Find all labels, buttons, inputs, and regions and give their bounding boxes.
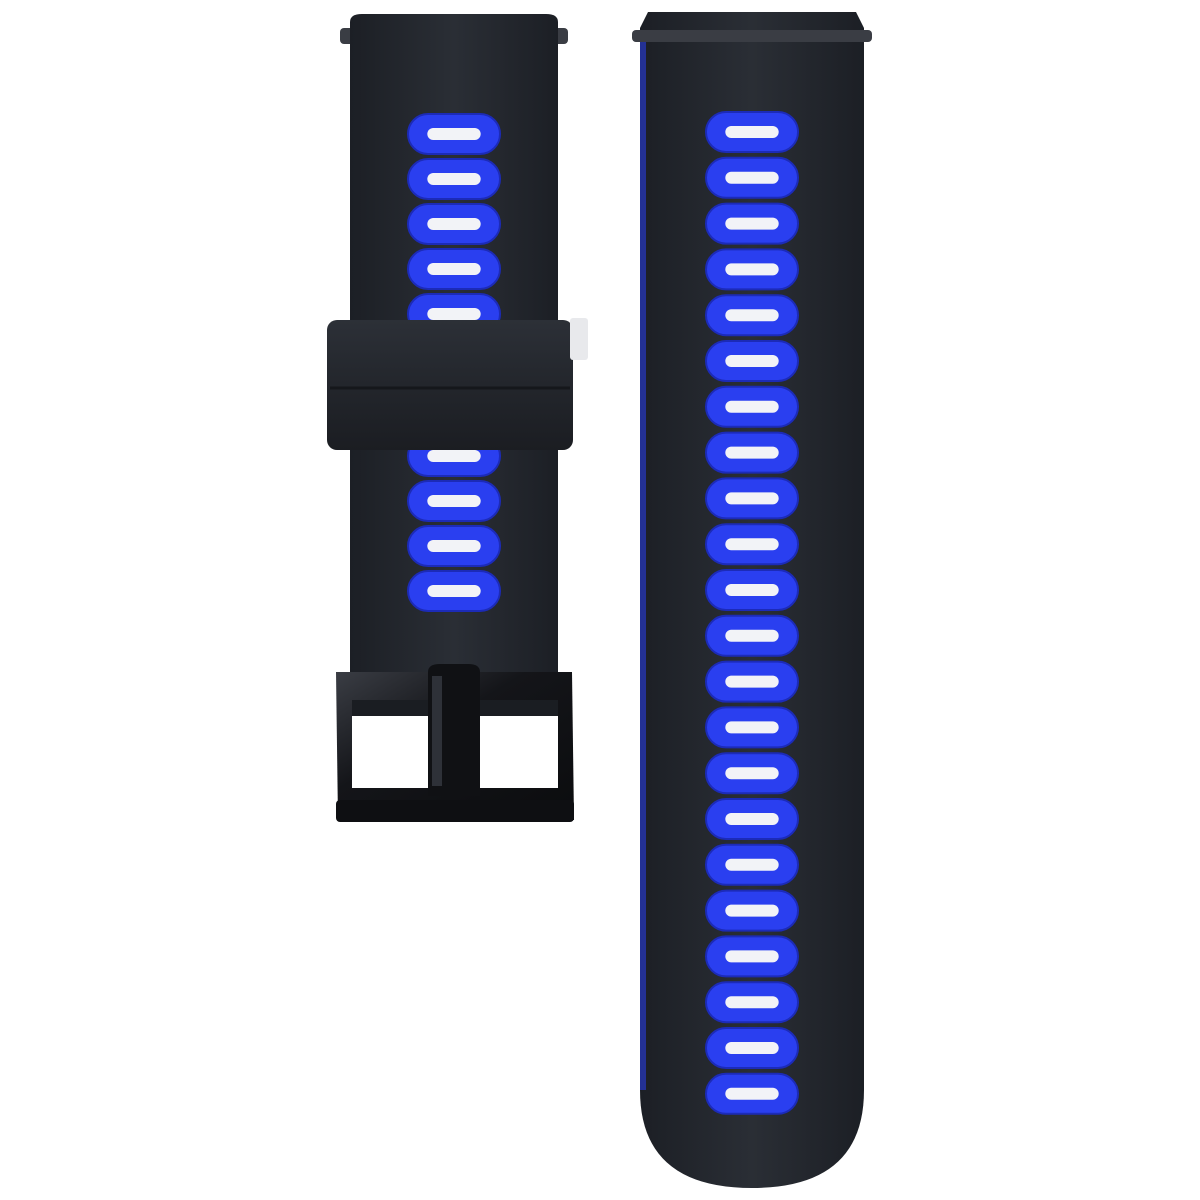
strap-hole	[725, 996, 779, 1009]
strap-hole	[725, 400, 779, 413]
strap-hole	[725, 675, 779, 688]
strap-hole	[427, 450, 481, 462]
long-strap	[632, 12, 872, 1188]
strap-hole	[725, 858, 779, 871]
strap-keeper-loop	[327, 320, 573, 450]
strap-hole	[725, 629, 779, 642]
short-strap	[327, 14, 588, 822]
long-strap-holes	[705, 111, 799, 1115]
strap-hole	[427, 218, 481, 230]
strap-hole	[725, 492, 779, 505]
strap-hole	[725, 1087, 779, 1100]
strap-hole	[725, 813, 779, 825]
strap-hole	[725, 446, 779, 459]
strap-hole	[725, 171, 779, 184]
strap-hole	[725, 355, 779, 367]
strap-hole	[427, 173, 481, 185]
strap-hole	[725, 538, 779, 551]
spring-bar-end	[570, 318, 588, 360]
strap-hole	[427, 263, 481, 275]
strap-hole	[427, 495, 481, 507]
long-strap-blue-edge	[640, 30, 646, 1090]
strap-hole	[725, 126, 779, 138]
strap-hole	[725, 309, 779, 322]
strap-hole	[725, 950, 779, 963]
strap-hole	[725, 904, 779, 917]
strap-hole	[725, 1042, 779, 1054]
strap-hole	[725, 217, 779, 230]
strap-hole	[427, 128, 481, 140]
strap-buckle	[336, 664, 574, 822]
buckle-bottom-bar	[336, 800, 574, 822]
strap-hole	[427, 308, 481, 320]
strap-hole	[725, 767, 779, 780]
buckle-tongue-highlight	[432, 676, 442, 786]
strap-hole	[725, 584, 779, 596]
strap-hole	[725, 263, 779, 276]
spring-bar	[632, 30, 872, 42]
strap-hole	[427, 540, 481, 552]
strap-hole	[725, 721, 779, 734]
strap-hole	[427, 585, 481, 597]
